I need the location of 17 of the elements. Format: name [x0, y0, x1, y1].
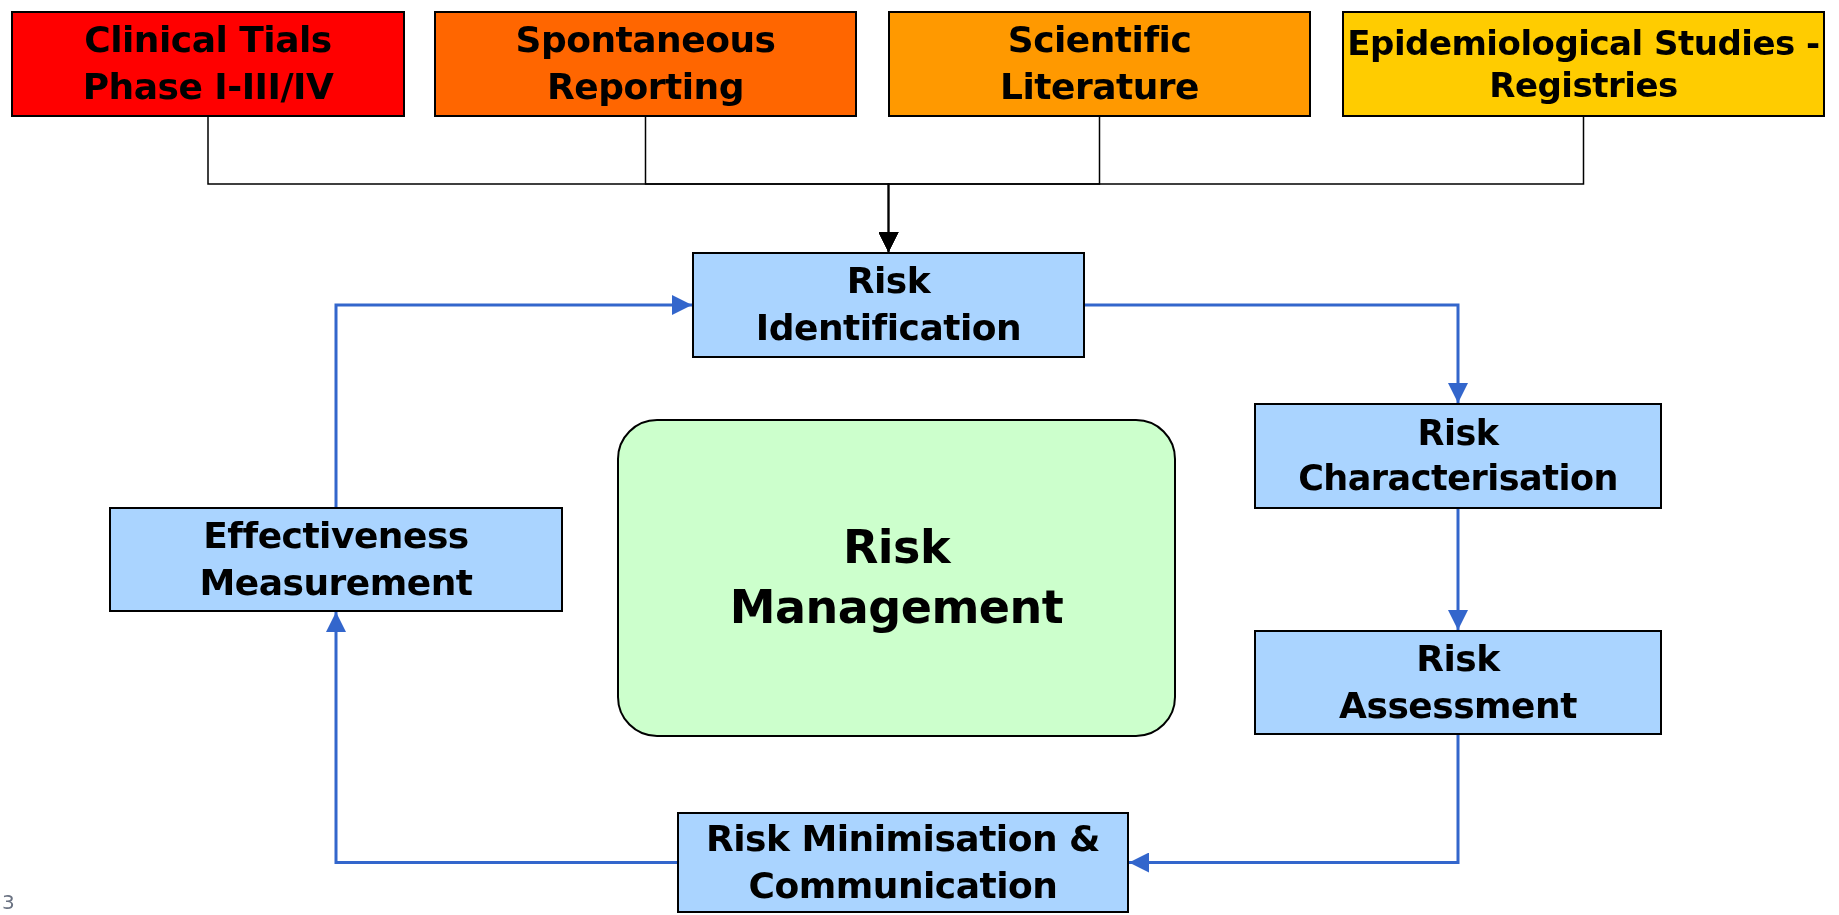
center-box: Risk Management — [617, 419, 1176, 737]
arrow — [1448, 509, 1468, 630]
arrow — [326, 612, 677, 864]
arrow — [1085, 303, 1468, 403]
page-number: 3 — [2, 892, 15, 912]
source-box: Epidemiological Studies - Registries — [1342, 11, 1825, 117]
arrow — [878, 116, 1585, 253]
process-box: Risk Minimisation & Communication — [677, 812, 1129, 913]
source-box: Scientific Literature — [888, 11, 1311, 117]
arrow — [1129, 735, 1460, 873]
process-box: Effectiveness Measurement — [109, 507, 563, 612]
source-box: Spontaneous Reporting — [434, 11, 857, 117]
process-box: Risk Characterisation — [1254, 403, 1662, 509]
arrow — [334, 295, 692, 507]
process-box: Risk Identification — [692, 252, 1085, 358]
source-box: Clinical Tials Phase I-III/IV — [11, 11, 405, 117]
process-box: Risk Assessment — [1254, 630, 1662, 735]
